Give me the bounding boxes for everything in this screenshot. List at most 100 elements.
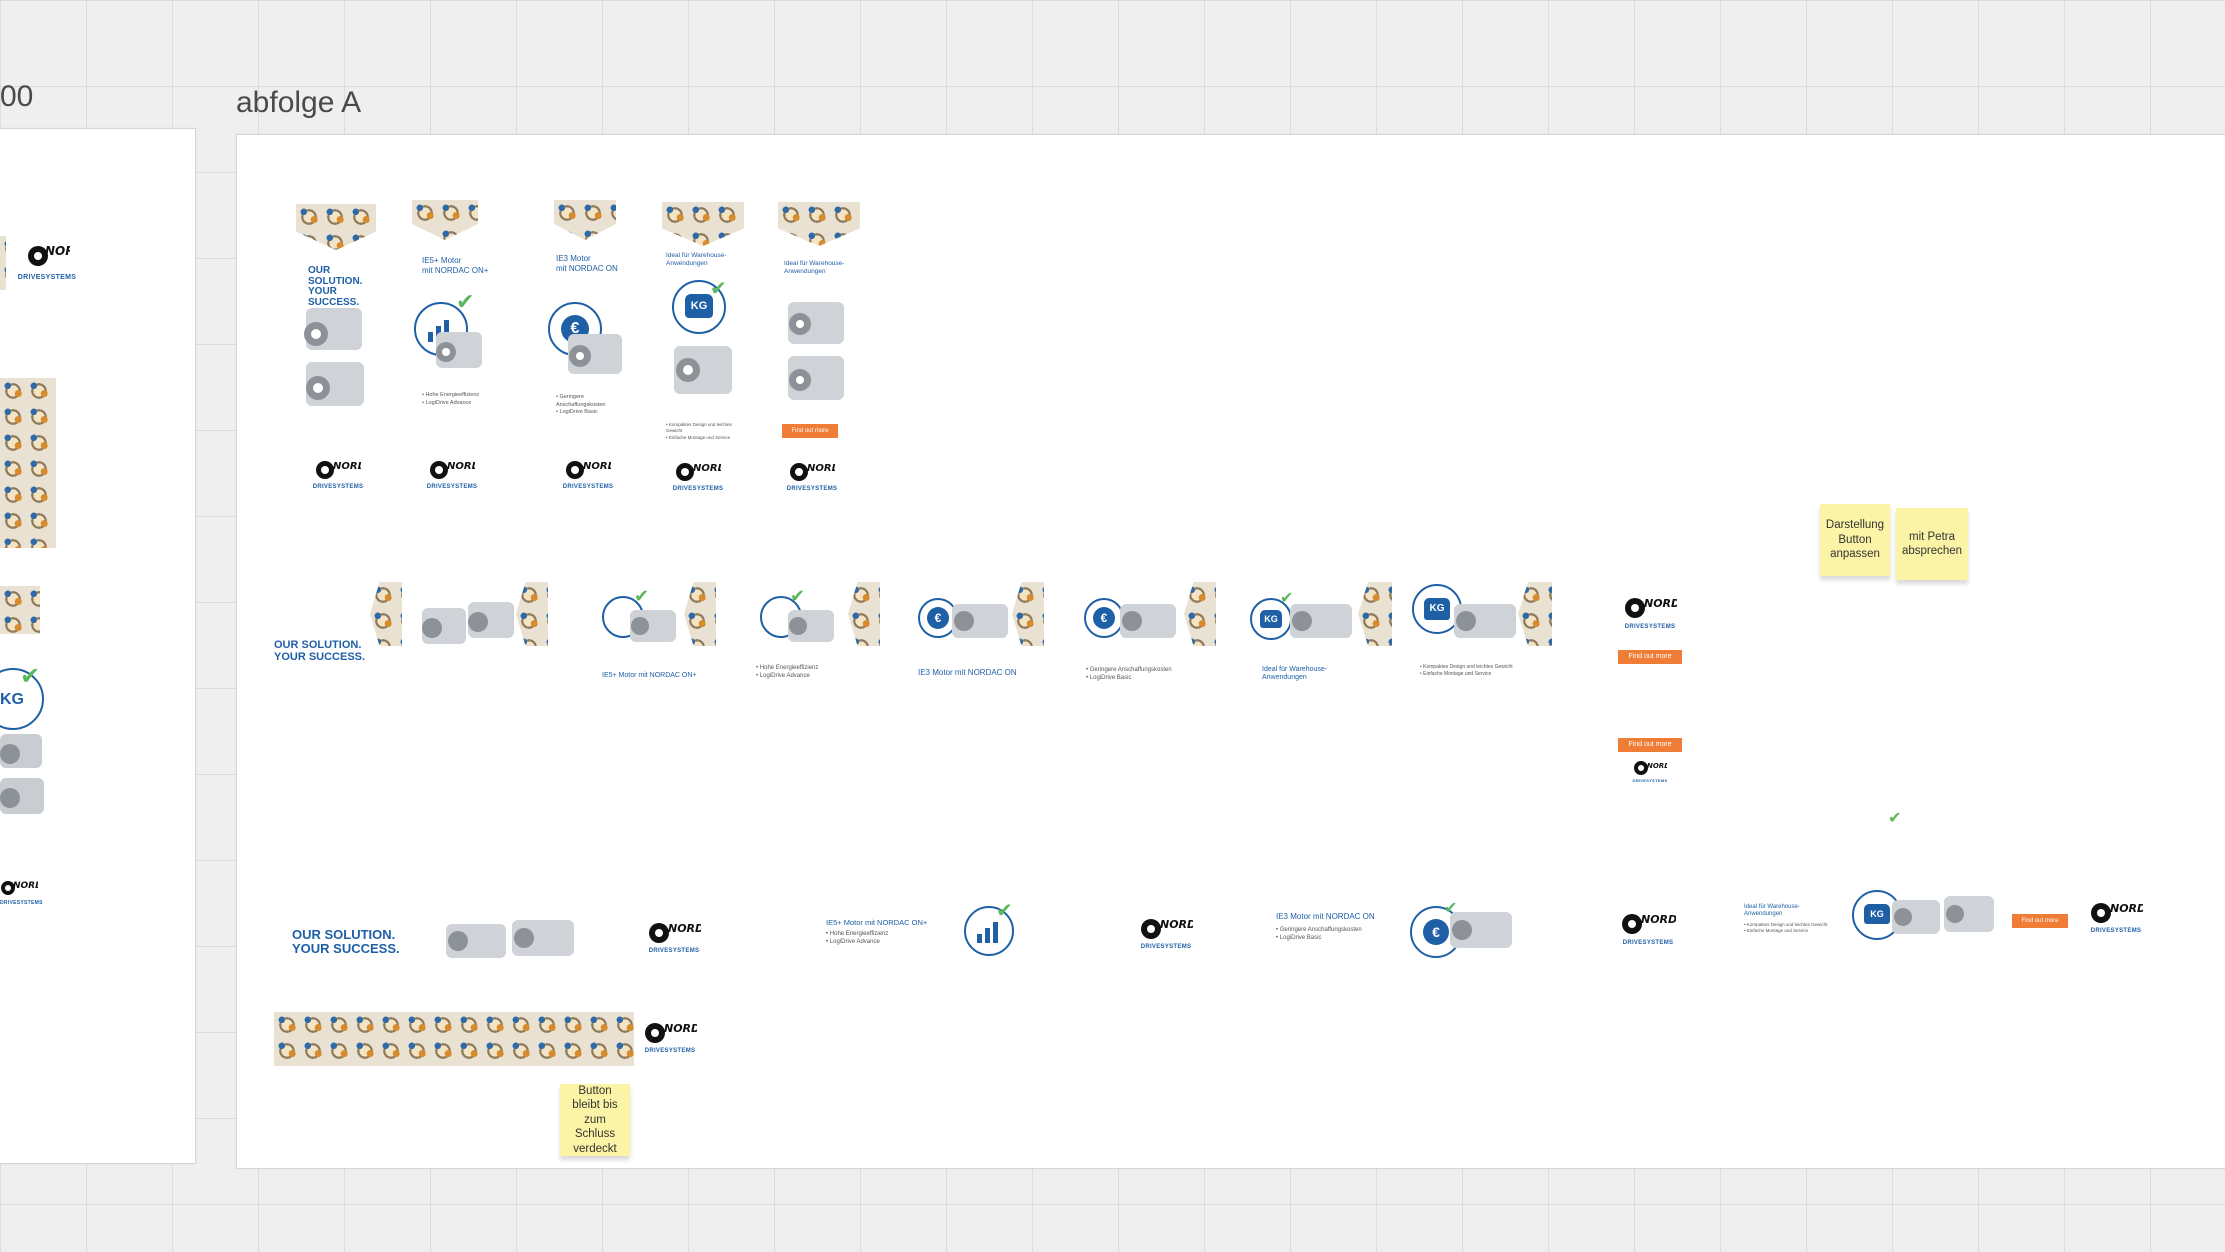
gear-icon: NORD [430, 461, 475, 479]
leaderboard-banner[interactable]: OUR SOLUTION. YOUR SUCCESS. NORD DRIVESY… [266, 912, 712, 966]
brand-word: DRIVESYSTEMS [426, 484, 478, 490]
check-icon[interactable]: ✔ [1888, 808, 1902, 827]
left-frame-title[interactable]: 00 [0, 80, 34, 113]
hex-pattern-strip[interactable] [274, 1012, 634, 1066]
svg-text:NORD: NORD [1647, 762, 1667, 770]
headline-line2: Anwendungen [1744, 911, 1783, 918]
hex-pattern [516, 582, 548, 646]
find-out-more-button[interactable]: Find out more [1618, 738, 1682, 752]
rectangle-banner[interactable]: € • Geringere Anschaffungskosten • LogiD… [1080, 580, 1216, 692]
gear-icon: NORD [1634, 761, 1667, 775]
rectangle-banner[interactable] [412, 580, 548, 692]
skyscraper-banner[interactable]: Ideal für Warehouse- Anwendungen KG ✔ • … [660, 200, 746, 506]
rectangle-banner[interactable]: KG ✔ Ideal für Warehouse- Anwendungen [1246, 580, 1392, 692]
gear-motor-icon [304, 308, 364, 406]
sticky-note[interactable]: Darstellung Button anpassen [1820, 504, 1890, 576]
bullet-list: • Hohe Energieeffizienz • LogiDrive Adva… [826, 930, 888, 947]
headline: Ideal für Warehouse- Anwendungen [1744, 904, 1800, 918]
brand-word: DRIVESYSTEMS [562, 484, 614, 490]
leaderboard-banner[interactable]: Ideal für Warehouse- Anwendungen • Kompa… [1712, 890, 2156, 950]
rectangle-banner[interactable]: ✔ • Hohe Energieeffizienz • LogiDrive Ad… [744, 580, 880, 692]
kg-icon: KG [1864, 904, 1890, 924]
bar-chart-icon [977, 922, 998, 943]
headline: IE5+ Motor mit NORDAC ON+ [826, 918, 928, 927]
headline: OUR SOLUTION. YOUR SUCCESS. [274, 639, 365, 663]
headline-line2: mit NORDAC ON+ [422, 265, 489, 275]
headline: Ideal für Warehouse- Anwendungen [1262, 666, 1327, 683]
find-out-more-button[interactable]: Find out more [2012, 914, 2068, 928]
sticky-note[interactable]: Button bleibt bis zum Schluss verdeckt [560, 1084, 630, 1156]
headline: IE3 Motor mit NORDAC ON [918, 668, 1017, 677]
find-out-more-button[interactable]: Find out more [1618, 650, 1682, 664]
svg-text:NORD: NORD [1641, 913, 1676, 926]
skyscraper-banner[interactable]: IE5+ Motor mit NORDAC ON+ ✔ • Hohe Energ… [408, 198, 494, 508]
headline-line1: Ideal für Warehouse- [1262, 666, 1328, 673]
headline: Ideal für Warehouse- Anwendungen [666, 252, 726, 268]
nord-logo: NORD DRIVESYSTEMS [2086, 898, 2146, 934]
gear-motor-icon [1290, 604, 1352, 638]
headline-line1: Ideal für Warehouse- [666, 252, 727, 259]
skyscraper-banner[interactable]: Ideal für Warehouse- Anwendungen Find ou… [774, 200, 860, 506]
gear-motor-icon [788, 302, 844, 400]
check-icon: ✔ [996, 898, 1013, 922]
bullet-item: • Geringere Anschaffungskosten [556, 394, 606, 408]
motor-image [0, 730, 50, 825]
gear-icon: NORD [1, 881, 38, 895]
skyscraper-banner[interactable]: OUR SOLUTION. YOUR SUCCESS. NORD DRIVESY… [294, 198, 380, 504]
gear-motor-icon [630, 610, 676, 642]
gear-motor-icon [1454, 604, 1516, 638]
leaderboard-banner[interactable]: IE3 Motor mit NORDAC ON • Geringere Ansc… [1234, 898, 1536, 958]
hex-pattern [1184, 582, 1216, 646]
sticky-note[interactable]: mit Petra absprechen [1896, 508, 1968, 580]
leaderboard-banner[interactable]: IE5+ Motor mit NORDAC ON+ • Hohe Energie… [758, 898, 1204, 962]
rectangle-banner[interactable]: € IE3 Motor mit NORDAC ON [908, 580, 1044, 692]
brand-word: DRIVESYSTEMS [312, 484, 364, 490]
headline-line2: Anwendungen [1262, 674, 1307, 682]
nord-logo: NORD DRIVESYSTEMS [0, 876, 43, 906]
bullet-item: • Einfache Montage und Service [666, 434, 731, 440]
rectangle-banner[interactable]: NORD DRIVESYSTEMS Find out more [1586, 580, 1708, 684]
gear-motor-icon [788, 610, 834, 642]
bullet-item: • Kompaktes Design und leichtes Gewicht [1744, 922, 1828, 927]
bullet-item: • LogiDrive Advance [826, 939, 880, 946]
bullet-item: • LogiDrive Basic [556, 409, 598, 416]
gear-icon: NORD [566, 461, 611, 479]
headline-line2: YOUR SUCCESS. [308, 286, 360, 308]
hex-pattern [1012, 582, 1044, 646]
euro-icon: € [1093, 607, 1115, 629]
bullet-item: • Einfache Montage und Service [1420, 671, 1492, 677]
find-out-more-button[interactable]: Find out more [782, 424, 838, 438]
bullet-item: • Einfache Montage und Service [1744, 928, 1809, 934]
euro-cost-icon: € [918, 598, 958, 638]
bullet-list: • Geringere Anschaffungskosten • LogiDri… [1276, 926, 1362, 943]
check-icon: ✔ [710, 276, 727, 300]
gear-motor-icon [1892, 896, 1994, 934]
rectangle-banner[interactable]: Find out more NORD DRIVESYSTEMS [1586, 690, 1708, 800]
rectangle-banner[interactable]: KG • Kompaktes Design und leichtes Gewic… [1406, 580, 1552, 692]
main-frame-title[interactable]: abfolge A [236, 86, 362, 119]
brand-word: DRIVESYSTEMS [0, 900, 43, 906]
brand-word: DRIVESYSTEMS [1622, 940, 1674, 946]
bullet-item: • Kompaktes Design und leichtes Gewicht [1420, 664, 1513, 670]
kg-icon: KG [685, 294, 713, 318]
rectangle-banner[interactable]: OUR SOLUTION. YOUR SUCCESS. [266, 580, 402, 692]
nord-logo: NORD DRIVESYSTEMS [668, 458, 728, 492]
bullet-list: • Geringere Anschaffungskosten • LogiDri… [556, 394, 634, 417]
bullet-item: • Geringere Anschaffungskosten [1276, 927, 1362, 933]
euro-icon: € [1423, 919, 1449, 945]
gear-icon: NORD [2091, 902, 2143, 923]
bullet-item: • Kompaktes Design und leichtes Gewicht [666, 422, 732, 434]
headline: IE3 Motor mit NORDAC ON [1276, 912, 1375, 921]
rectangle-banner[interactable]: ✔ IE5+ Motor mit NORDAC ON+ [580, 580, 716, 692]
nord-logo: NORD DRIVESYSTEMS [1632, 758, 1668, 783]
headline-line1: IE3 Motor [556, 254, 591, 263]
skyscraper-banner[interactable]: IE3 Motor mit NORDAC ON € • Geringere An… [548, 198, 634, 504]
bullet-list: • Geringere Anschaffungskosten • LogiDri… [1086, 666, 1172, 683]
hex-pattern [1358, 582, 1392, 646]
left-frame[interactable] [0, 128, 196, 1164]
kg-weight-icon: KG [1412, 584, 1462, 634]
brand-word: DRIVESYSTEMS [644, 1048, 696, 1054]
left-hex-tile-top [0, 236, 6, 290]
nord-logo: NORD DRIVESYSTEMS [308, 456, 368, 490]
bullet-item: • Geringere Anschaffungskosten [1086, 667, 1172, 673]
